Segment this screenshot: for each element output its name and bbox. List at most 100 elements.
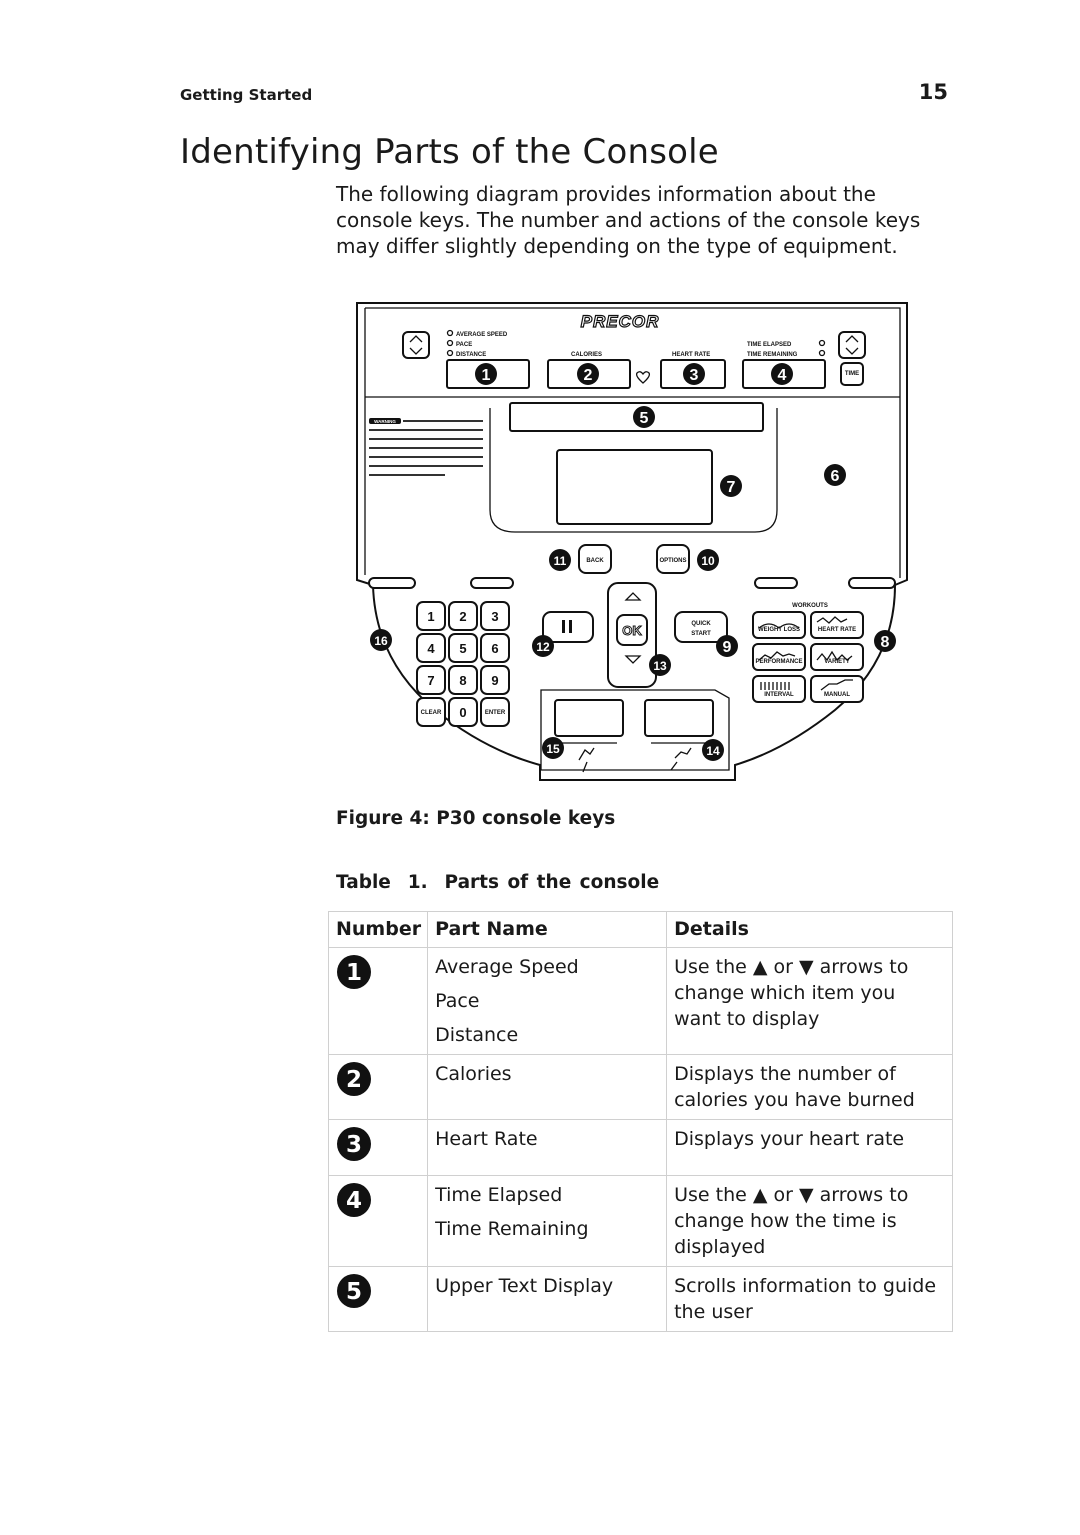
svg-text:PACE: PACE xyxy=(456,342,472,348)
svg-text:TIME REMAINING: TIME REMAINING xyxy=(747,352,798,358)
part-name: Average Speed xyxy=(435,956,579,978)
svg-text:VARIETY: VARIETY xyxy=(824,659,850,665)
manual-key[interactable] xyxy=(810,675,864,703)
svg-text:HEART RATE: HEART RATE xyxy=(818,627,856,633)
svg-text:3: 3 xyxy=(346,1132,362,1158)
header-details: Details xyxy=(666,911,953,948)
svg-text:1: 1 xyxy=(482,367,491,384)
part-name: Heart Rate xyxy=(435,1128,538,1150)
options-key[interactable] xyxy=(656,544,690,574)
svg-text:6: 6 xyxy=(491,641,498,656)
svg-text:5: 5 xyxy=(640,410,649,427)
part-name: Pace xyxy=(435,990,480,1012)
pause-key[interactable] xyxy=(542,611,594,643)
svg-text:WORKOUTS: WORKOUTS xyxy=(792,603,828,609)
svg-text:6: 6 xyxy=(831,468,840,485)
parts-table: Number Part Name Details 1 Average Speed… xyxy=(327,911,953,1332)
right-arrow-key[interactable] xyxy=(838,331,866,359)
header-number: Number xyxy=(327,911,429,948)
svg-text:4: 4 xyxy=(427,641,435,656)
svg-text:AVERAGE SPEED: AVERAGE SPEED xyxy=(456,332,508,338)
svg-text:7: 7 xyxy=(427,673,434,688)
enter-key[interactable] xyxy=(480,697,510,727)
svg-text:OK: OK xyxy=(622,623,642,638)
svg-text:INTERVAL: INTERVAL xyxy=(764,692,794,698)
svg-text:11: 11 xyxy=(554,554,567,568)
ok-key[interactable] xyxy=(616,614,648,646)
performance-key[interactable] xyxy=(752,643,806,671)
svg-text:1: 1 xyxy=(427,609,434,624)
time-key[interactable] xyxy=(840,362,864,386)
heart-rate-key[interactable] xyxy=(810,611,864,639)
number-badge: 5 xyxy=(337,1274,371,1308)
svg-text:14: 14 xyxy=(706,744,720,758)
part-name: Time Remaining xyxy=(435,1218,589,1240)
svg-text:TIME ELAPSED: TIME ELAPSED xyxy=(747,342,792,348)
svg-text:WEIGHT LOSS: WEIGHT LOSS xyxy=(758,627,800,633)
table-row: 3 Heart Rate Displays your heart rate xyxy=(327,1119,953,1176)
svg-text:2: 2 xyxy=(459,609,466,624)
part-name: Calories xyxy=(435,1063,512,1085)
svg-text:15: 15 xyxy=(546,742,560,756)
page-title: Identifying Parts of the Console xyxy=(180,132,719,172)
svg-text:8: 8 xyxy=(881,634,890,651)
part-name: Time Elapsed xyxy=(435,1184,563,1206)
left-arrow-key[interactable] xyxy=(402,331,430,359)
svg-text:CLEAR: CLEAR xyxy=(421,710,442,716)
table-row: 2 Calories Displays the number of calori… xyxy=(327,1054,953,1120)
page-number: 15 xyxy=(918,80,948,104)
svg-text:4: 4 xyxy=(778,367,787,384)
svg-text:10: 10 xyxy=(701,554,715,568)
part-name: Upper Text Display xyxy=(435,1275,614,1297)
brand-logo: PRECOR xyxy=(581,312,660,331)
svg-text:MANUAL: MANUAL xyxy=(824,692,850,698)
svg-text:9: 9 xyxy=(723,639,732,656)
figure-caption: Figure 4: P30 console keys xyxy=(336,808,616,829)
svg-text:TIME: TIME xyxy=(845,371,859,377)
running-header: Getting Started xyxy=(180,86,313,104)
svg-text:2: 2 xyxy=(346,1067,362,1093)
svg-text:13: 13 xyxy=(653,659,667,673)
console-diagram: .ol { fill:#fff; stroke:#111; stroke-wid… xyxy=(356,302,908,781)
svg-text:START: START xyxy=(691,631,711,637)
svg-text:16: 16 xyxy=(374,634,388,648)
svg-text:1: 1 xyxy=(346,960,362,986)
number-badge: 4 xyxy=(337,1183,371,1217)
svg-text:8: 8 xyxy=(459,673,466,688)
svg-text:5: 5 xyxy=(459,641,466,656)
svg-text:3: 3 xyxy=(690,367,699,384)
clear-key[interactable] xyxy=(416,697,446,727)
svg-text:CALORIES: CALORIES xyxy=(571,352,602,358)
numeric-keypad: 1 2 3 4 5 6 7 8 9 CLEAR 0 ENTER xyxy=(416,601,510,727)
svg-text:BACK: BACK xyxy=(586,558,604,564)
header-part-name: Part Name xyxy=(427,911,668,948)
part-details: Use the ▲ or ▼ arrows to change which it… xyxy=(666,947,953,1055)
svg-text:WARNING: WARNING xyxy=(374,419,396,424)
number-badge: 1 xyxy=(337,955,371,989)
part-details: Use the ▲ or ▼ arrows to change how the … xyxy=(666,1175,953,1267)
svg-text:DISTANCE: DISTANCE xyxy=(456,352,486,358)
svg-text:4: 4 xyxy=(346,1188,362,1214)
interval-key[interactable] xyxy=(752,675,806,703)
callouts: 1 2 3 4 5 6 7 8 9 10 11 12 13 14 15 16 xyxy=(370,363,896,761)
intro-paragraph: The following diagram provides informati… xyxy=(336,182,921,258)
variety-key[interactable] xyxy=(810,643,864,671)
part-details: Displays the number of calories you have… xyxy=(666,1054,953,1120)
svg-text:0: 0 xyxy=(459,705,466,720)
svg-text:12: 12 xyxy=(536,640,550,654)
svg-text:PERFORMANCE: PERFORMANCE xyxy=(755,659,802,665)
weight-loss-key[interactable] xyxy=(752,611,806,639)
part-name: Distance xyxy=(435,1024,519,1046)
back-key[interactable] xyxy=(578,544,612,574)
svg-text:HEART RATE: HEART RATE xyxy=(672,352,710,358)
quick-start-key[interactable] xyxy=(674,611,728,643)
table-caption: Table 1. Parts of the console xyxy=(336,872,660,893)
svg-text:9: 9 xyxy=(491,673,498,688)
svg-text:QUICK: QUICK xyxy=(691,621,711,627)
part-details: Scrolls information to guide the user xyxy=(666,1266,953,1332)
svg-text:OPTIONS: OPTIONS xyxy=(659,558,686,564)
svg-text:5: 5 xyxy=(346,1279,362,1305)
warning-label: WARNING xyxy=(369,418,483,476)
